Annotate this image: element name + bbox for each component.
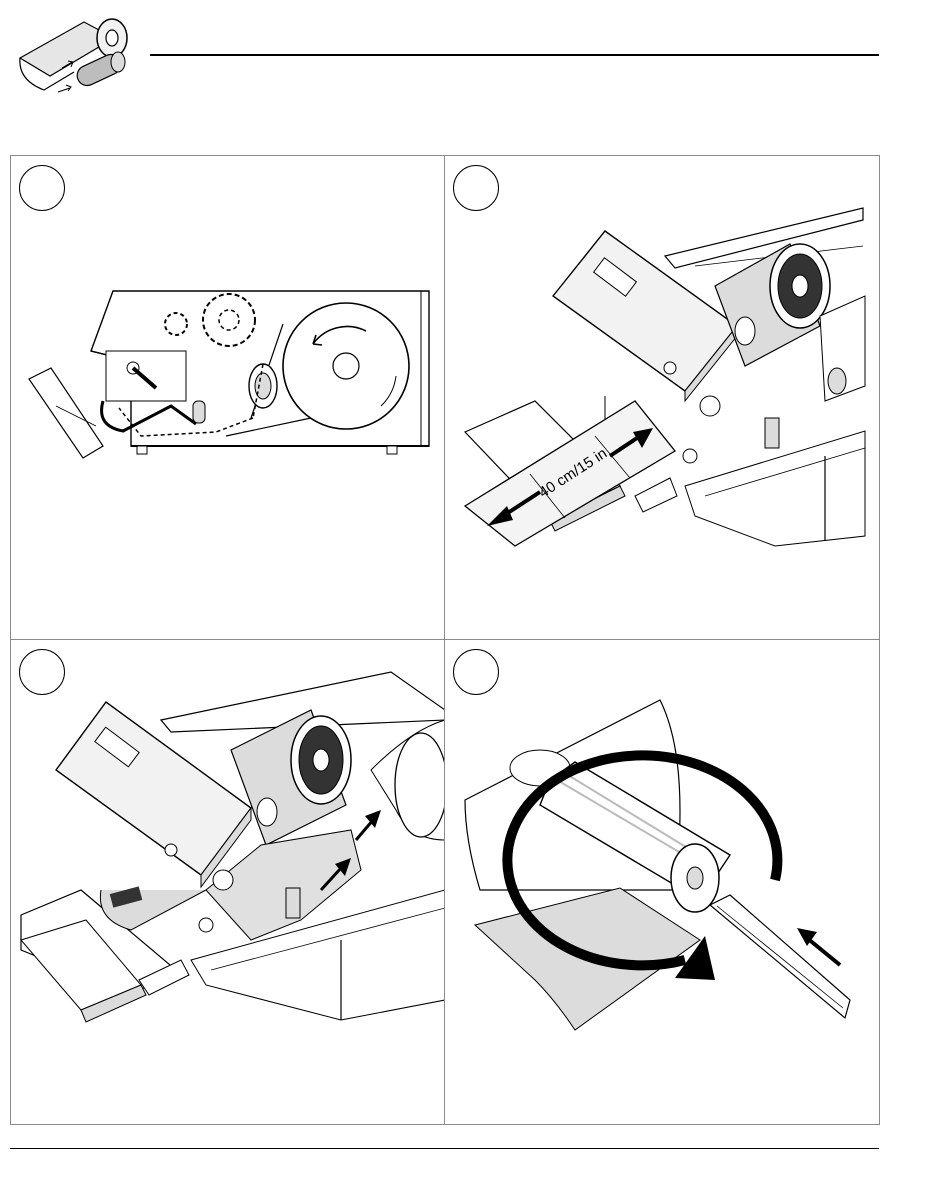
step-panel-1: [11, 156, 445, 640]
ribbon-roll-icon: [14, 10, 144, 100]
step-panel-2: 40 cm/15 in: [445, 156, 879, 640]
step-grid: 40 cm/15 in: [10, 155, 880, 1125]
header-rule: [150, 54, 879, 56]
footer-rule: [10, 1148, 879, 1149]
wind-ribbon-illustration: [445, 640, 879, 1124]
page-header: [0, 0, 950, 150]
thread-ribbon-illustration: [11, 640, 445, 1124]
step-panel-4: [445, 640, 879, 1124]
unroll-ribbon-illustration: 40 cm/15 in: [445, 156, 879, 640]
step-panel-3: [11, 640, 445, 1124]
printer-side-view-illustration: [11, 156, 445, 640]
